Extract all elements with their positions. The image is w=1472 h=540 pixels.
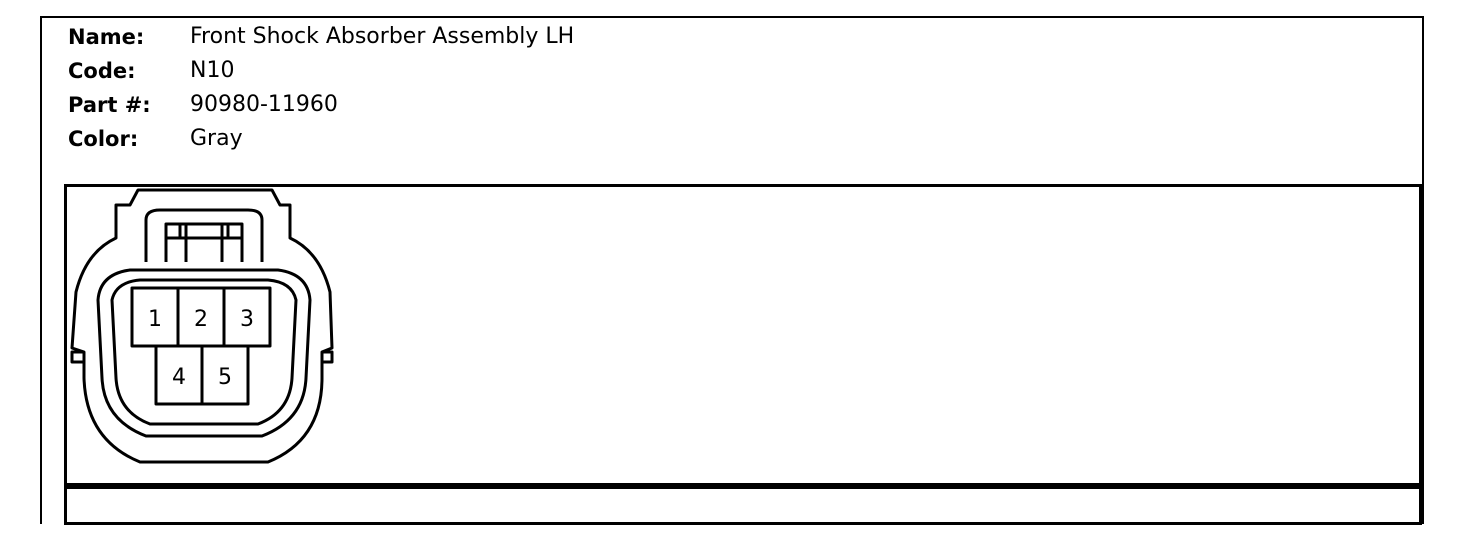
connector-cavity: [110, 278, 298, 426]
name-label: Name:: [68, 25, 145, 49]
pin-label-1: 1: [148, 307, 162, 332]
left-latch-notch: [70, 350, 84, 364]
color-label: Color:: [68, 127, 139, 151]
part-number-label: Part #:: [68, 93, 151, 117]
lock-tab-outer: [144, 208, 264, 262]
connector-outer-housing: [70, 188, 334, 464]
code-value: N10: [190, 58, 235, 83]
connector-info-panel: [40, 16, 1424, 524]
pin-label-5: 5: [218, 365, 232, 390]
pin-label-3: 3: [240, 307, 254, 332]
pin-cell-5: [200, 344, 250, 406]
part-number-value: 90980-11960: [190, 92, 338, 117]
connector-inner-housing: [96, 268, 312, 438]
color-value: Gray: [190, 126, 243, 151]
right-latch-notch: [322, 350, 334, 364]
lock-tab-inner: [164, 222, 244, 262]
name-value: Front Shock Absorber Assembly LH: [190, 24, 575, 49]
diagram-footer-bar: [64, 486, 1422, 525]
pin-label-2: 2: [194, 307, 208, 332]
pin-label-4: 4: [172, 365, 186, 390]
code-label: Code:: [68, 59, 136, 83]
